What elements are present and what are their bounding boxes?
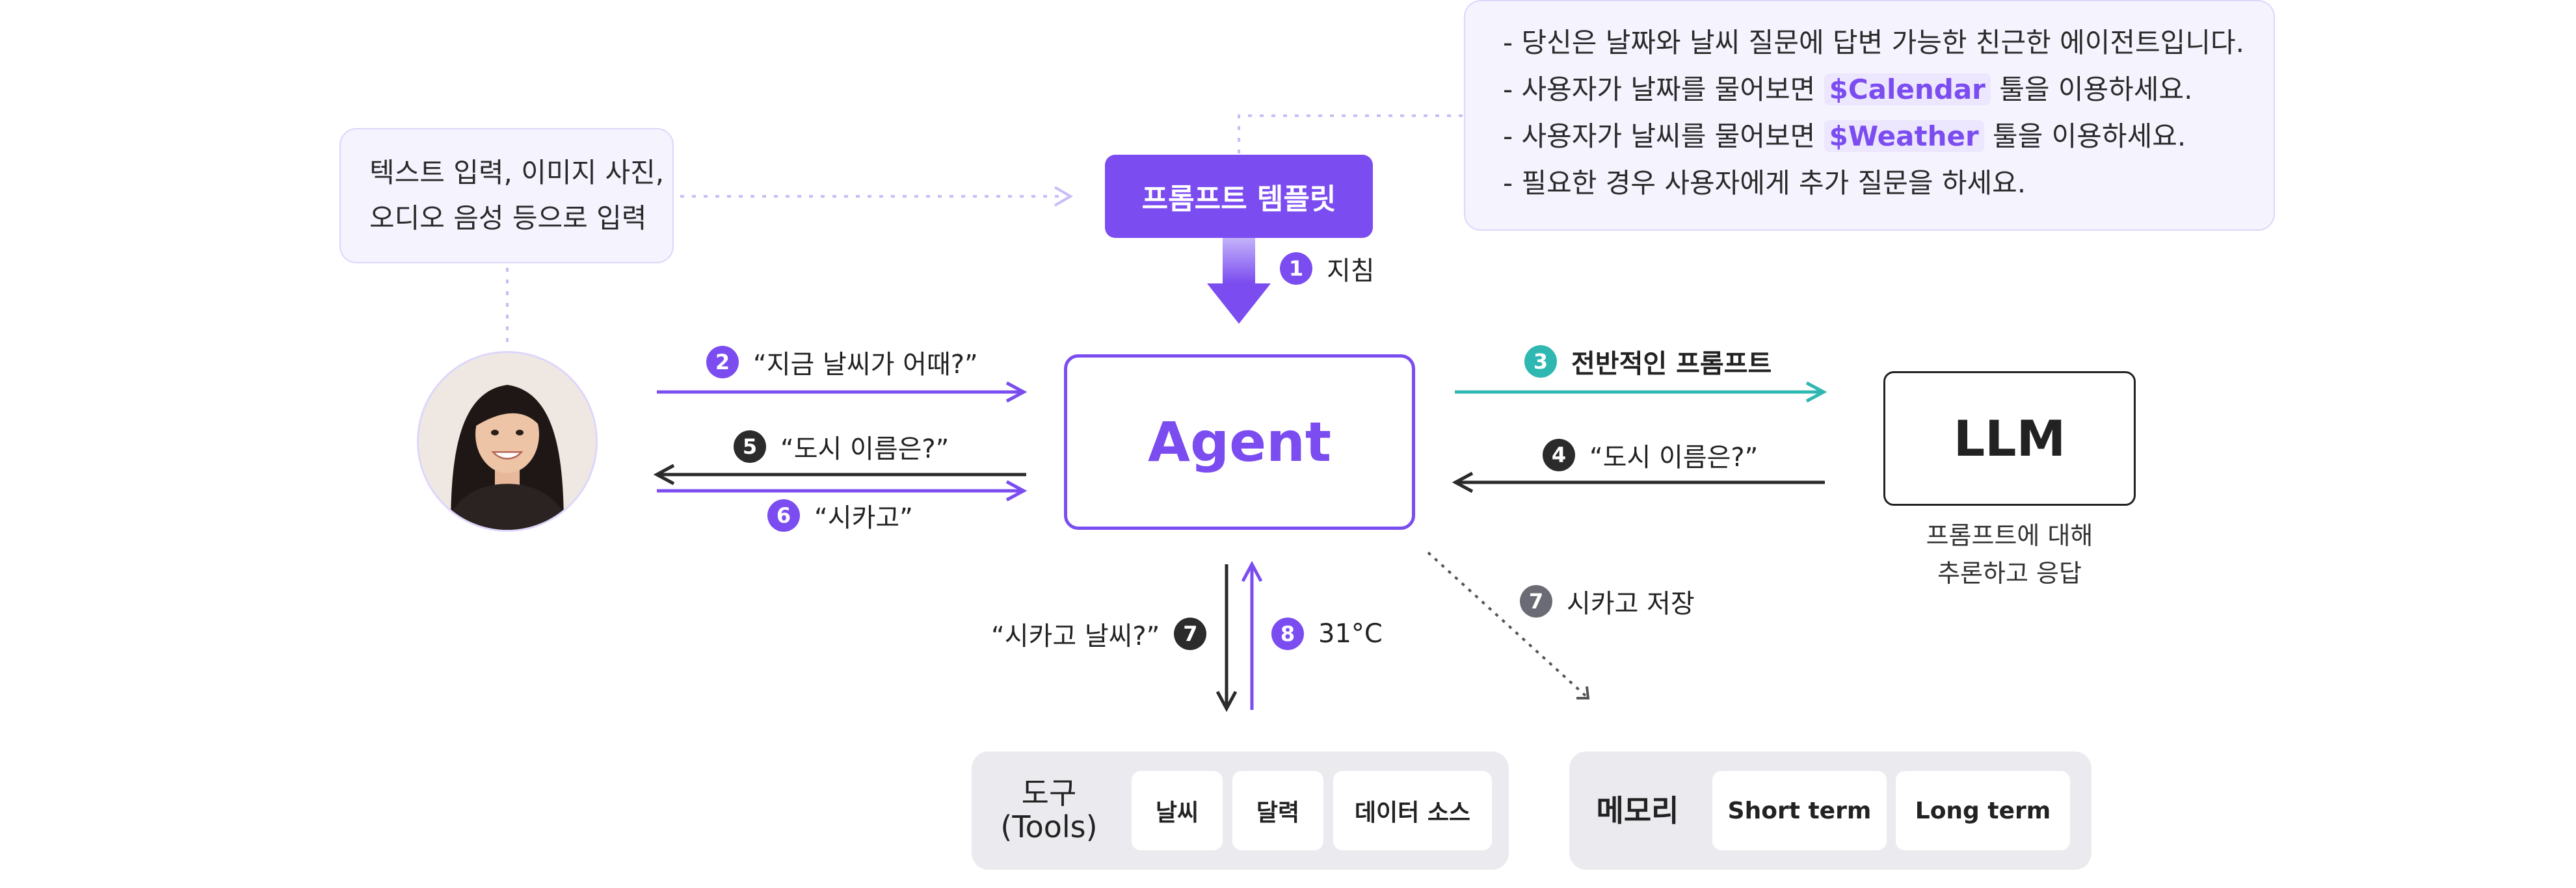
step-text: “시카고 날씨?” [991,621,1160,651]
arrow-agent-to-tools-7 [1215,564,1238,712]
step-number-badge: 7 [1520,585,1552,618]
user-avatar [417,351,598,532]
system-prompt-line: - 사용자가 날짜를 물어보면 $Calendar 툴을 이용하세요. [1503,66,2274,113]
step-text: 31°C [1318,619,1383,649]
step-3-label: 3 전반적인 프롬프트 [1524,345,1772,379]
step-4-label: 4 “도시 이름은?” [1543,439,1759,473]
memory-chip-short-term[interactable]: Short term [1712,771,1887,850]
dotted-template-to-system [1238,114,1463,153]
step-text: “지금 날씨가 어때?” [753,350,978,380]
step-8-label: 8 31°C [1271,618,1383,650]
prompt-template-button[interactable]: 프롬프트 템플릿 [1105,155,1373,238]
line-text: 툴을 이용하세요. [1990,73,2193,105]
arrow-agent-to-user-5 [653,464,1026,486]
input-note-line1: 텍스트 입력, 이미지 사진, [369,157,665,189]
arrow-user-to-agent-2 [657,381,1028,403]
arrow-llm-to-agent-4 [1452,471,1825,493]
system-prompt-box: - 당신은 날짜와 날씨 질문에 답변 가능한 친근한 에이전트입니다. - 사… [1464,0,2275,231]
step-2-label: 2 “지금 날씨가 어때?” [706,346,978,380]
tool-chip-calendar[interactable]: 달력 [1232,771,1323,850]
step-number-badge: 7 [1174,618,1207,650]
system-prompt-line: - 사용자가 날씨를 물어보면 $Weather 툴을 이용하세요. [1503,113,2274,160]
down-arrow-template-to-agent [1207,238,1271,324]
input-note-line2: 오디오 음성 등으로 입력 [369,202,647,234]
agent-node[interactable]: Agent [1064,354,1415,530]
step-number-badge: 2 [706,346,739,378]
arrow-tools-to-agent-8 [1241,560,1263,710]
dotted-agent-to-memory-7 [1427,551,1590,699]
step-number-badge: 5 [734,430,766,463]
tools-title-line1: 도구 [1021,776,1077,811]
step-text: 지침 [1327,256,1375,286]
llm-description: 프롬프트에 대해 추론하고 응답 [1883,517,2136,592]
arrow-user-to-agent-6 [657,480,1028,502]
line-text: - 필요한 경우 사용자에게 추가 질문을 하세요. [1503,167,2026,199]
dotted-arrowhead [1054,186,1073,207]
line-text: - 당신은 날짜와 날씨 질문에 답변 가능한 친근한 에이전트입니다. [1503,27,2244,59]
user-portrait-icon [419,353,596,530]
line-text: 툴을 이용하세요. [1984,120,2186,152]
step-number-badge: 6 [767,499,800,532]
line-text: - 사용자가 날짜를 물어보면 [1503,73,1824,105]
line-text: - 사용자가 날씨를 물어보면 [1503,120,1824,152]
tools-title: 도구 (Tools) [987,776,1111,844]
memory-panel: 메모리 Short term Long term [1569,751,2091,870]
step-7-tool-call-label: “시카고 날씨?” 7 [991,618,1207,651]
step-1-label: 1 지침 [1280,252,1375,286]
step-6-label: 6 “시카고” [767,499,913,533]
memory-title: 메모리 [1596,793,1679,828]
step-5-label: 5 “도시 이름은?” [734,430,949,464]
step-text: “도시 이름은?” [1589,443,1759,473]
input-modality-note: 텍스트 입력, 이미지 사진, 오디오 음성 등으로 입력 [339,128,674,263]
step-number-badge: 3 [1524,345,1557,378]
llm-desc-line2: 추론하고 응답 [1937,559,2082,588]
step-text: 시카고 저장 [1567,589,1695,619]
step-number-badge: 1 [1280,252,1312,285]
step-number-badge: 4 [1543,439,1575,471]
calendar-tool-token: $Calendar [1824,73,1991,105]
arrow-agent-to-llm-3 [1455,381,1827,403]
tools-title-line2: (Tools) [1000,809,1098,844]
step-number-badge: 8 [1271,618,1304,650]
tools-panel: 도구 (Tools) 날씨 달력 데이터 소스 [972,751,1509,870]
tool-chip-weather[interactable]: 날씨 [1132,771,1223,850]
step-text: “도시 이름은?” [780,434,949,464]
memory-chip-long-term[interactable]: Long term [1896,771,2070,850]
weather-tool-token: $Weather [1824,120,1984,152]
step-7-memory-label: 7 시카고 저장 [1520,585,1695,619]
step-text: “시카고” [814,503,913,533]
step-text: 전반적인 프롬프트 [1571,349,1772,379]
llm-node[interactable]: LLM [1883,371,2136,506]
system-prompt-line: - 당신은 날짜와 날씨 질문에 답변 가능한 친근한 에이전트입니다. [1503,20,2274,66]
llm-desc-line1: 프롬프트에 대해 [1926,521,2093,550]
system-prompt-line: - 필요한 경우 사용자에게 추가 질문을 하세요. [1503,160,2274,207]
tool-chip-data-source[interactable]: 데이터 소스 [1333,771,1492,850]
